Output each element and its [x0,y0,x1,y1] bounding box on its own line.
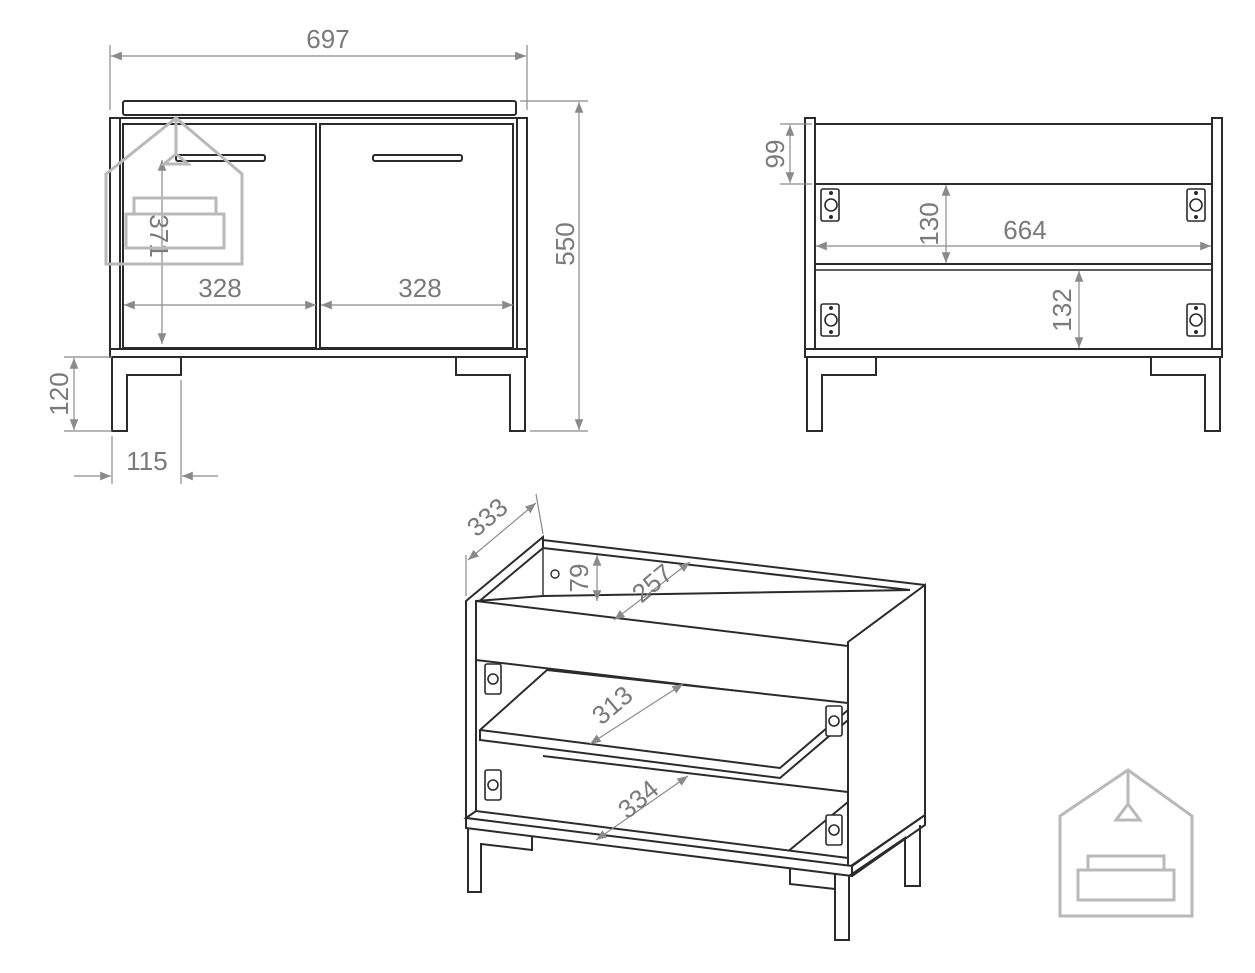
dim-lower-gap: 132 [1047,288,1077,331]
house-sofa-logo-icon [1058,768,1194,918]
front-view [109,100,528,432]
house-sofa-logo-icon [104,116,244,266]
dim-leg-height: 120 [44,372,74,415]
dim-line-333 [467,502,537,561]
dim-line-257 [613,561,691,621]
interior-view [804,117,1223,432]
iso-leg-front-right [834,874,850,941]
dim-door-left: 328 [198,273,241,303]
hinge-icon [1186,303,1206,337]
dim-inner-width: 664 [1003,215,1046,245]
iso-right-panel [847,583,926,870]
front-leg-right [455,357,526,432]
hinge-icon [825,814,843,846]
iso-leg-front-left [467,828,533,893]
hinge-icon [484,663,502,695]
interior-dimensions: 99 130 664 132 [760,123,1211,348]
front-left-post [109,117,121,351]
front-carcass [119,117,518,351]
front-top-panel [122,100,517,116]
dim-top-rail: 99 [760,140,790,169]
dim-leg-width: 115 [126,446,167,476]
interior-right-post [1211,117,1223,351]
front-handle-right [372,154,463,162]
hinge-icon [820,188,840,222]
interior-leg-left [806,357,877,432]
dim-iso-top-gap: 79 [564,564,594,593]
iso-hole [550,569,560,579]
dim-line-313 [589,683,684,745]
dim-front-width: 697 [306,24,349,54]
interior-base-rail [804,348,1223,358]
dim-line-334 [595,775,689,841]
iso-leg-back-right [848,825,921,887]
front-leg-left [111,357,182,432]
iso-left-panel [465,534,544,819]
dim-door-right: 328 [398,273,441,303]
hinge-icon [1186,188,1206,222]
isometric-view [463,534,926,941]
front-right-post [516,117,528,351]
dim-front-height: 550 [550,222,580,265]
dim-depth: 333 [461,492,514,543]
dim-inner-height: 371 [144,214,174,257]
hinge-icon [484,769,502,801]
front-dimensions: 697 550 371 328 328 120 115 [44,24,588,484]
front-base-rail [109,348,528,358]
hinge-icon [820,303,840,337]
interior-leg-right [1150,357,1221,432]
dim-bottom-shelf-depth: 334 [612,774,665,825]
interior-left-post [804,117,816,351]
dim-upper-gap: 130 [914,202,944,245]
dim-top-shelf-depth: 257 [626,558,679,609]
hinge-icon [825,705,843,737]
